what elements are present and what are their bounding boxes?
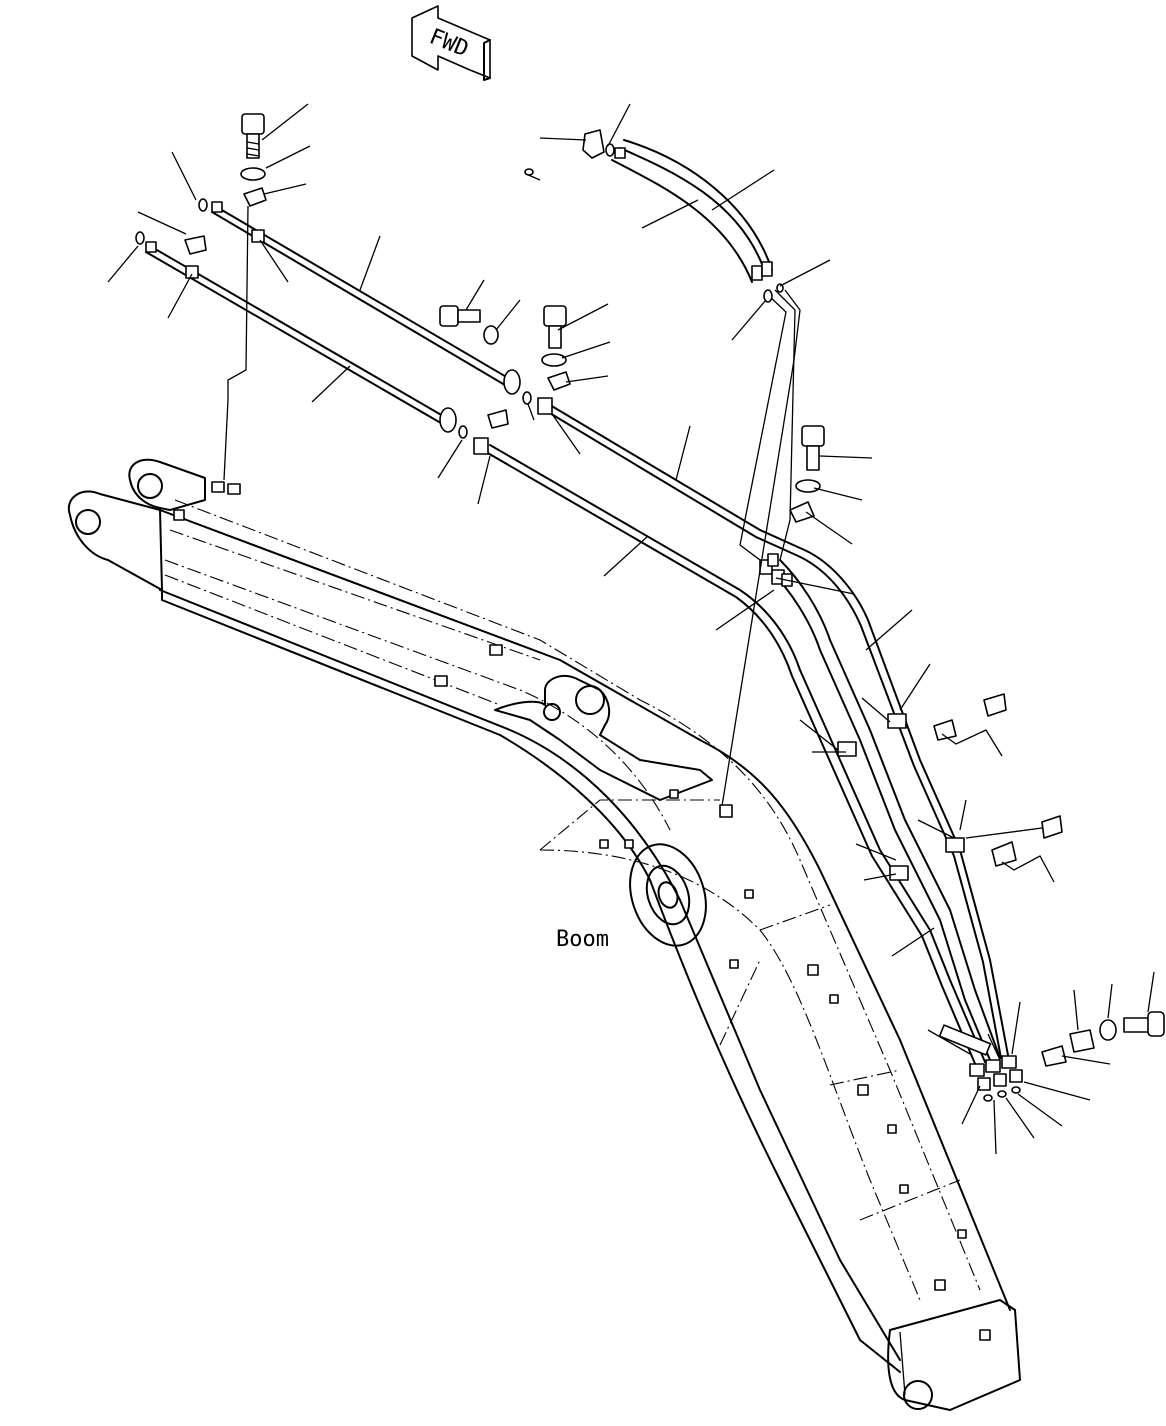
fwd-arrow: FWD — [411, 5, 491, 81]
bolt-icon-5 — [1123, 1011, 1165, 1037]
bolt-icon-2 — [439, 305, 481, 327]
bolt-icon — [241, 113, 265, 159]
leader-lines — [107, 103, 1155, 1155]
washer-icon — [240, 167, 266, 181]
bolt-icon-3 — [543, 305, 567, 349]
boom-structure — [67, 458, 1021, 1411]
fittings — [135, 113, 1165, 1102]
o-ring-icon — [198, 198, 208, 212]
boom-label: Boom — [556, 927, 609, 952]
clamp-icon — [243, 187, 267, 207]
bolt-icon-4 — [801, 425, 825, 471]
